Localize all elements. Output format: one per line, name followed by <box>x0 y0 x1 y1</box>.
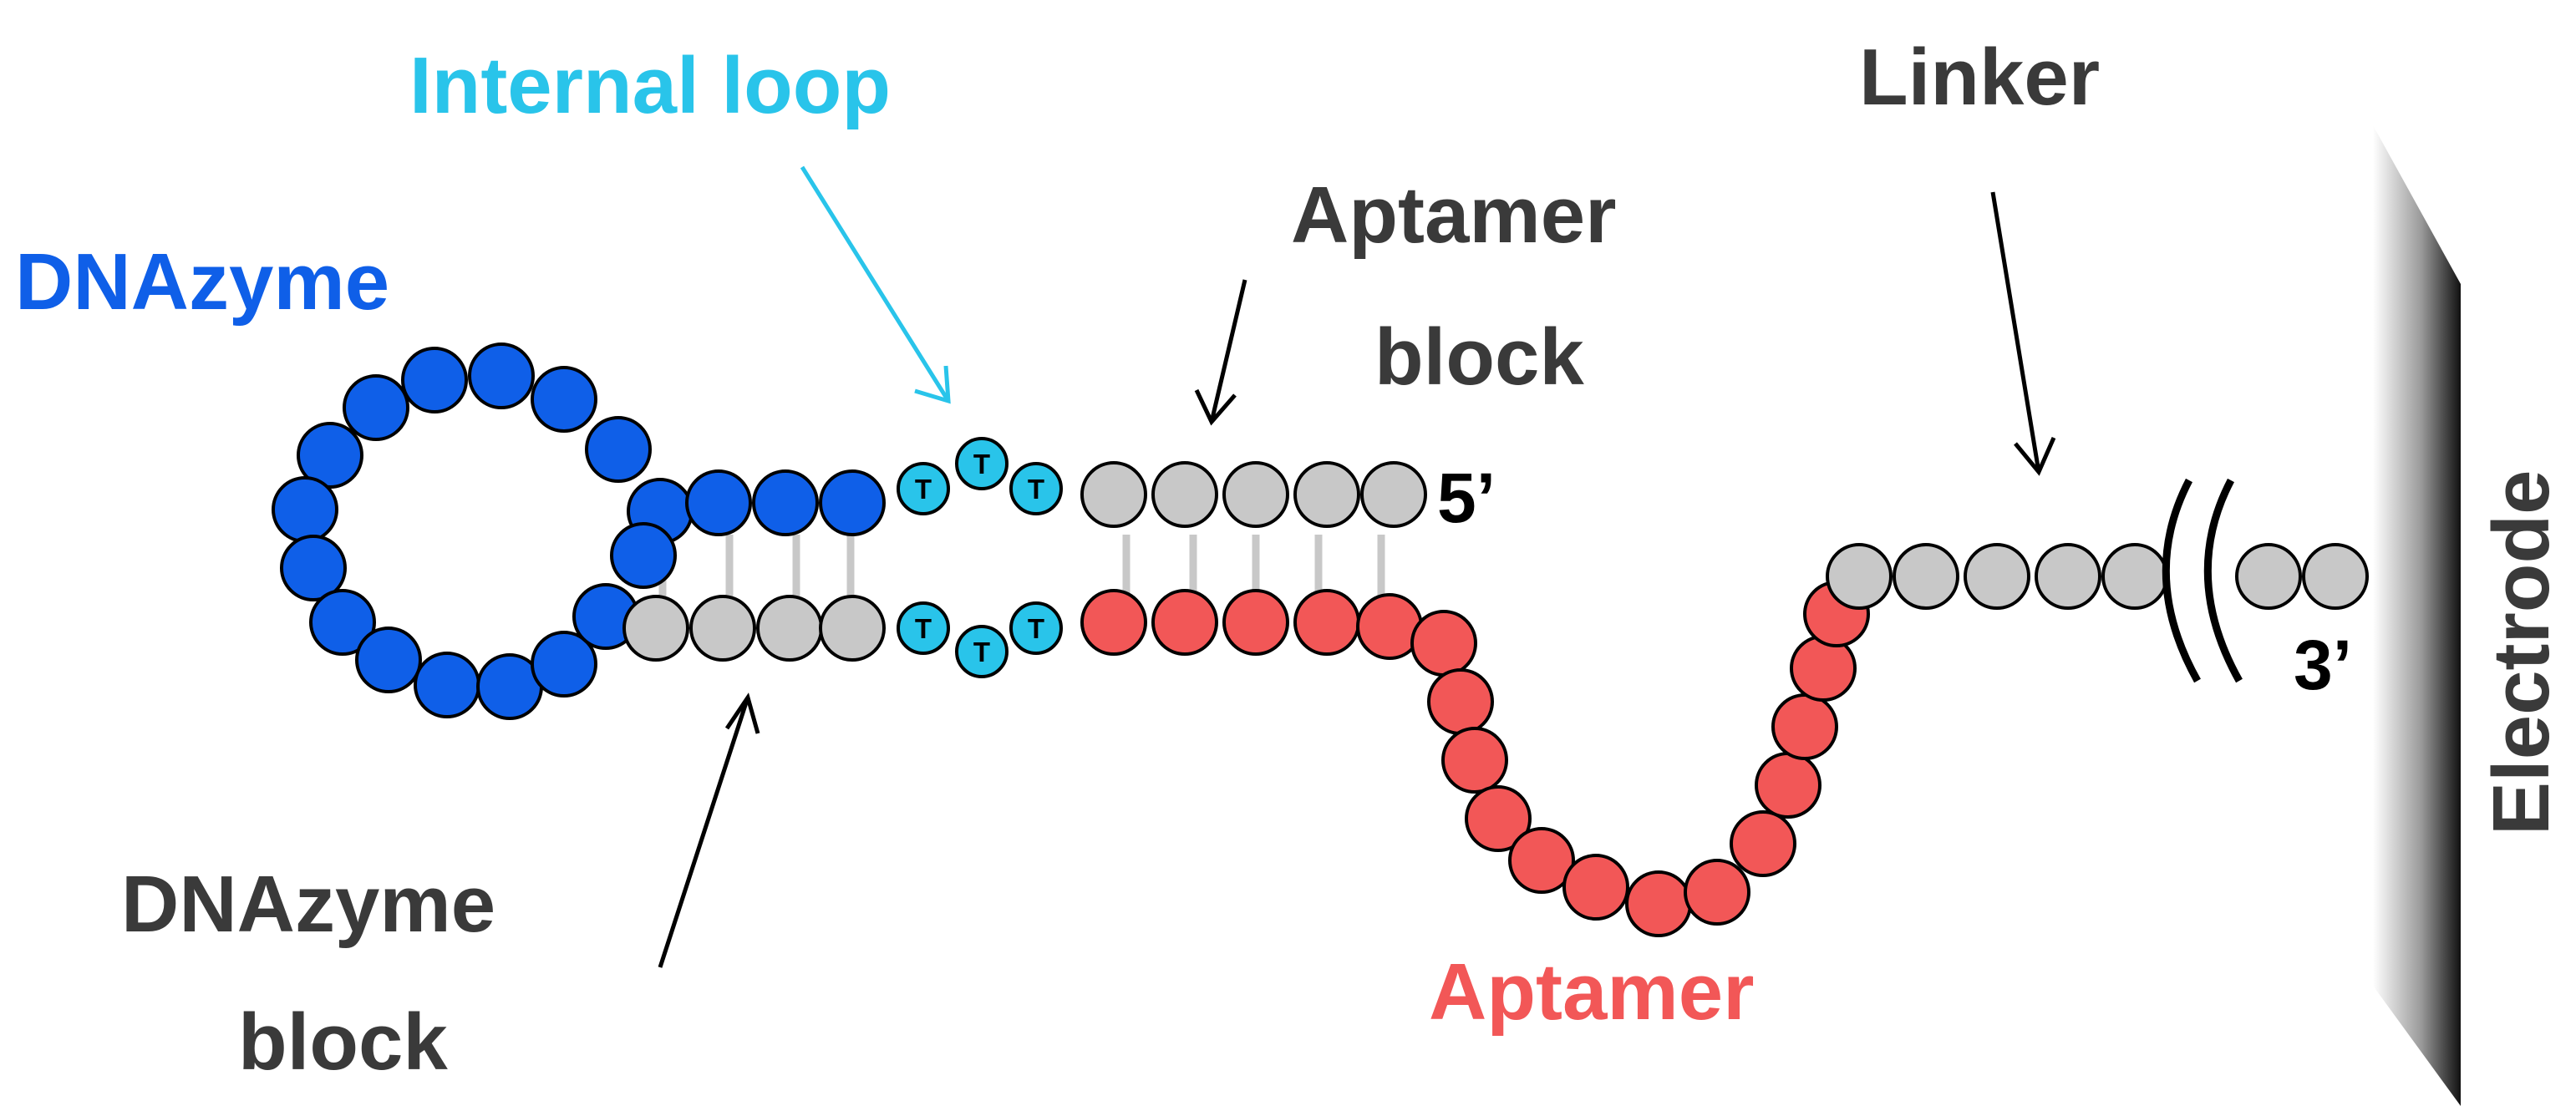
dnazyme-bead <box>355 627 422 693</box>
electrode-plate <box>2373 125 2461 1106</box>
linker-break-icon <box>2162 478 2243 683</box>
dnazyme-bead <box>414 652 480 718</box>
dnazyme-block-bead <box>756 595 823 662</box>
dnazyme-bead <box>280 535 347 601</box>
dnazyme-block-bead <box>622 595 689 662</box>
linker-bead <box>1964 543 2030 610</box>
thymine-label: T <box>915 613 932 644</box>
aptamer-label: Aptamer <box>1429 947 1754 1037</box>
aptamer-bead <box>1730 810 1796 877</box>
aptamer-block-bead <box>1080 461 1147 528</box>
linker-bead <box>2302 543 2369 610</box>
electrode: Electrode <box>2373 125 2566 1106</box>
bead-strands: T T T T T T <box>272 342 2369 937</box>
aptamer-bead <box>1508 827 1575 894</box>
dnazyme-bead <box>468 342 535 409</box>
internal-loop-bead <box>955 625 1009 678</box>
linker-bead <box>2035 543 2101 610</box>
aptamer-block-arrow <box>1194 279 1247 426</box>
aptamer-block-label-line1: Aptamer <box>1291 170 1616 260</box>
linker-bead <box>1826 543 1893 610</box>
dnazyme-bead <box>272 476 338 543</box>
aptamer-bead <box>1222 589 1289 656</box>
dnazyme-bead <box>685 469 752 536</box>
dnazyme-bead <box>819 469 886 536</box>
dnazyme-block-label-line1: DNAzyme <box>121 860 495 949</box>
thymine-label: T <box>1028 474 1044 505</box>
thymine-label: T <box>915 474 932 505</box>
aptamer-block-label-line2: block <box>1374 312 1584 402</box>
linker-label: Linker <box>1859 33 2100 122</box>
thymine-label: T <box>973 449 990 479</box>
dnazyme-bead <box>309 589 376 656</box>
dnazyme-block-label-line2: block <box>238 997 448 1087</box>
aptamer-bead <box>1293 589 1360 656</box>
aptamer-block-bead <box>1222 461 1289 528</box>
dnazyme-bead <box>401 347 468 413</box>
dnazyme-block-arrow <box>658 693 760 968</box>
internal-loop-label: Internal loop <box>409 41 891 130</box>
linker-arrow <box>1990 191 2056 476</box>
dnazyme-block-bead <box>819 595 886 662</box>
aptamer-bead <box>1151 589 1218 656</box>
aptamer-bead <box>1465 785 1532 852</box>
thymine-label: T <box>1028 613 1044 644</box>
dnazyme-bead <box>531 366 597 433</box>
internal-loop-arrow <box>800 165 951 404</box>
dnazyme-bead <box>343 374 409 441</box>
linker-bead <box>2235 543 2302 610</box>
aptamer-bead <box>1410 610 1477 677</box>
labels: DNAzyme Internal loop Aptamer block Link… <box>15 33 2352 1087</box>
dnazyme-bead <box>531 631 597 698</box>
dnazyme-bead <box>752 469 819 536</box>
aptamer-bead <box>1771 693 1838 760</box>
dnazyme-block-bead <box>689 595 756 662</box>
aptamer-block-bead <box>1360 461 1427 528</box>
annotation-arrows <box>658 165 2056 968</box>
internal-loop-bead <box>897 462 950 515</box>
electrode-label: Electrode <box>2477 470 2566 835</box>
internal-loop-bead <box>1009 462 1063 515</box>
dnazyme-bead <box>585 416 652 483</box>
aptamer-block-bead <box>1151 461 1218 528</box>
aptamer-bead <box>1080 589 1147 656</box>
aptamer-bead <box>1441 727 1508 794</box>
five-prime-label: 5’ <box>1437 459 1496 537</box>
aptamer-block-bead <box>1293 461 1360 528</box>
thymine-label: T <box>973 637 990 667</box>
aptamer-bead <box>1562 854 1629 921</box>
aptamer-bead <box>1755 752 1821 819</box>
base-pair-lines <box>658 535 1385 601</box>
dnazyme-label: DNAzyme <box>15 237 389 327</box>
internal-loop-bead <box>897 601 950 655</box>
linker-bead <box>1893 543 1959 610</box>
dnazyme-bead <box>610 522 677 589</box>
aptamer-bead <box>1684 859 1750 926</box>
linker-bead <box>2101 543 2168 610</box>
internal-loop-bead <box>1009 601 1063 655</box>
aptamer-bead <box>1625 870 1692 937</box>
internal-loop-bead <box>955 437 1009 490</box>
aptamer-bead <box>1427 668 1494 735</box>
dnazyme-bead <box>297 422 363 489</box>
three-prime-label: 3’ <box>2294 626 2352 704</box>
